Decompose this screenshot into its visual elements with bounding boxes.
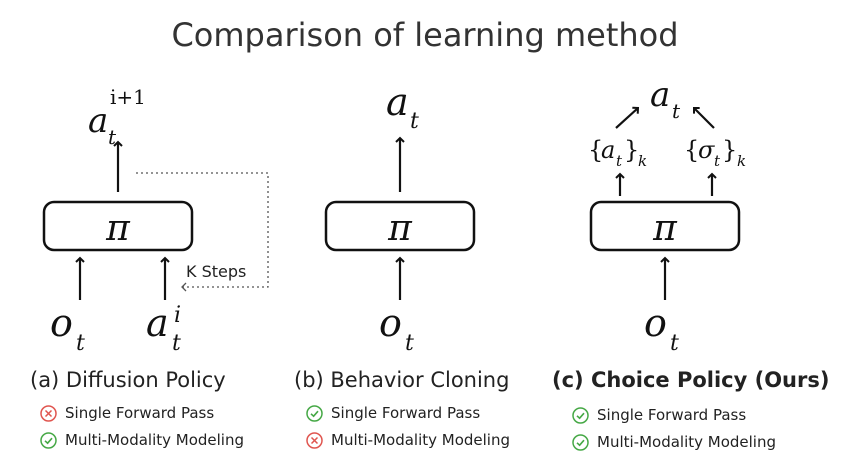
policy-box	[42, 200, 194, 252]
input-a-superscript: i	[174, 303, 181, 328]
caption-choice-policy: (c) Choice Policy (Ours)	[552, 368, 830, 392]
arrow-right-branch-to-output	[693, 107, 715, 129]
input-a-subscript: t	[172, 331, 181, 356]
check-circle-icon	[572, 433, 589, 451]
arrow-left-branch-to-output	[615, 106, 640, 129]
feature-label: Single Forward Pass	[597, 406, 747, 424]
check-circle-icon	[572, 406, 589, 424]
input-o-subscript: t	[670, 331, 679, 356]
output-a-base: a	[386, 80, 409, 124]
check-circle-icon	[306, 404, 323, 422]
branch-right-open: {	[684, 136, 699, 164]
policy-symbol: π	[652, 208, 678, 249]
input-o-base: o	[644, 301, 667, 345]
output-a-superscript: i+1	[110, 85, 146, 109]
panel-behavior-cloning: a t π o t	[324, 80, 476, 356]
policy-symbol: π	[387, 208, 413, 249]
feature-row: Multi-Modality Modeling	[572, 433, 776, 451]
input-o-subscript: t	[76, 331, 85, 356]
branch-left-open: {	[588, 136, 603, 164]
policy-box	[589, 200, 741, 252]
output-a-subscript: t	[410, 109, 419, 134]
panel-diffusion-policy: a t i+1 π o t a t i K Steps	[42, 85, 269, 356]
input-o-base: o	[379, 301, 402, 345]
branch-right-sub: t	[714, 152, 721, 170]
feature-label: Single Forward Pass	[331, 404, 481, 422]
k-steps-loop-arrow	[136, 172, 269, 292]
branch-left-base: a	[601, 136, 615, 164]
feature-row: Single Forward Pass	[572, 406, 746, 424]
feature-row: Multi-Modality Modeling	[306, 431, 510, 449]
output-a-base: a	[650, 75, 670, 115]
output-a-subscript: t	[672, 99, 681, 123]
policy-symbol: π	[105, 208, 131, 249]
policy-box	[324, 200, 476, 252]
cross-circle-icon	[306, 431, 323, 449]
caption-behavior-cloning: (b) Behavior Cloning	[294, 368, 510, 392]
branch-left-sub: t	[616, 152, 623, 170]
branch-action-set: { a t } k	[588, 136, 647, 170]
branch-right-base: σ	[698, 136, 715, 164]
k-steps-label: K Steps	[186, 262, 246, 281]
feature-row: Multi-Modality Modeling	[40, 431, 244, 449]
input-o-subscript: t	[405, 331, 414, 356]
page-title: Comparison of learning method	[171, 16, 679, 54]
feature-label: Single Forward Pass	[65, 404, 215, 422]
output-a-base: a	[88, 101, 108, 141]
feature-label: Multi-Modality Modeling	[65, 431, 245, 449]
input-o-base: o	[50, 301, 73, 345]
check-circle-icon	[40, 431, 57, 449]
feature-label: Multi-Modality Modeling	[331, 431, 511, 449]
feature-label: Multi-Modality Modeling	[597, 433, 777, 451]
feature-row: Single Forward Pass	[40, 404, 214, 422]
branch-left-close: }	[624, 136, 639, 164]
cross-circle-icon	[40, 404, 57, 422]
caption-diffusion-policy: (a) Diffusion Policy	[30, 368, 226, 392]
panel-choice-policy: a t { a t } k { σ t } k π o t	[588, 75, 746, 356]
branch-right-close: }	[722, 136, 737, 164]
input-a-base: a	[146, 301, 169, 345]
branch-left-index: k	[638, 152, 647, 170]
branch-right-index: k	[737, 152, 746, 170]
branch-sigma-set: { σ t } k	[684, 136, 746, 170]
output-a-subscript: t	[108, 125, 117, 149]
feature-row: Single Forward Pass	[306, 404, 480, 422]
